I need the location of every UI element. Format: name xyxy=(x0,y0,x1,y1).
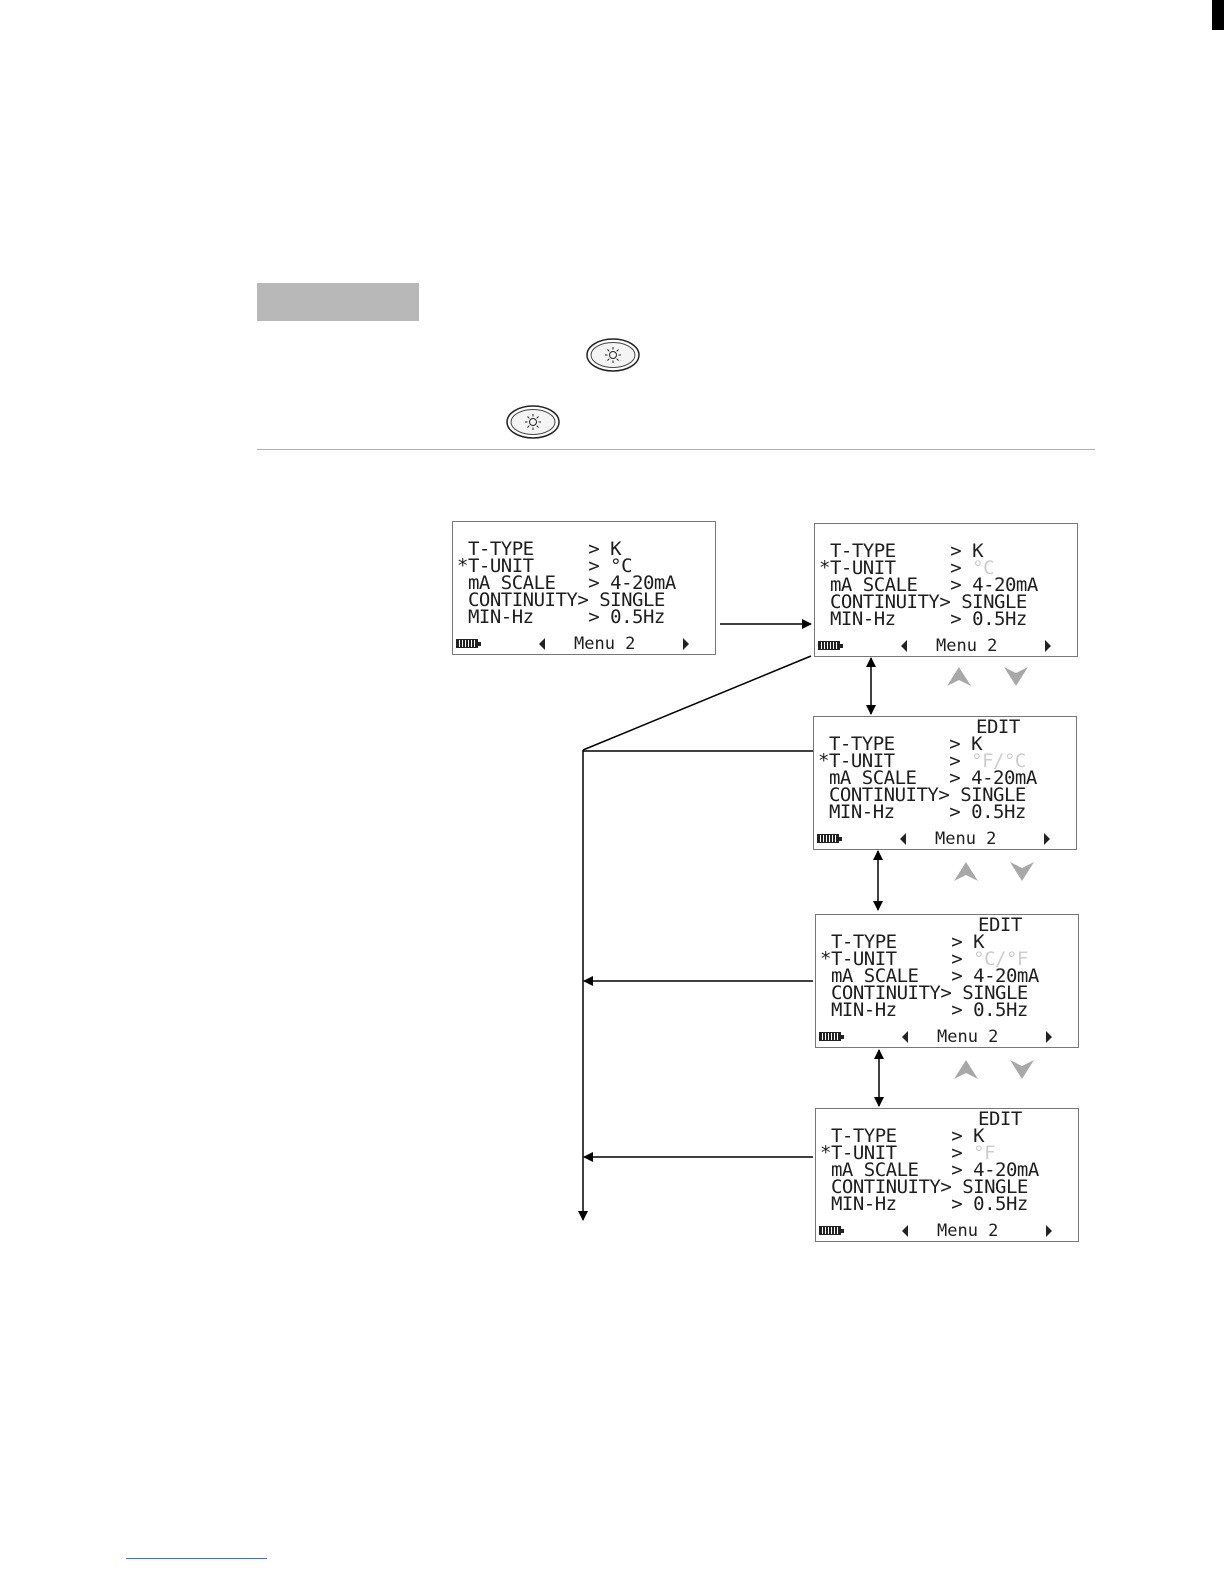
left-arrow-icon xyxy=(902,1225,908,1237)
menu-label: Menu 2 xyxy=(937,1027,999,1047)
row-ma-scale: mA SCALE > 4-20mA xyxy=(819,574,1038,596)
row-t-type: T-TYPE > K xyxy=(820,931,985,953)
footer-link-underline[interactable] xyxy=(126,1558,267,1559)
edit-label: EDIT xyxy=(976,716,1020,738)
t-unit-value: °F xyxy=(973,1142,996,1164)
lcd-footer: Menu 2 xyxy=(453,634,715,654)
exit-diagonal xyxy=(582,655,812,751)
up-arrow-icon xyxy=(954,862,978,881)
row-t-unit: *T-UNIT > °F xyxy=(820,1142,996,1164)
right-arrow-icon xyxy=(1044,833,1050,845)
right-arrow-icon xyxy=(683,638,689,650)
lcd-footer: Menu 2 xyxy=(814,829,1076,849)
left-arrow-icon xyxy=(902,1031,908,1043)
lcd-footer: Menu 2 xyxy=(815,636,1077,656)
lcd-screen-5: EDIT T-TYPE > K *T-UNIT > °F mA SCALE > … xyxy=(815,1108,1079,1242)
battery-icon xyxy=(819,1032,844,1041)
down-arrow-icon xyxy=(1010,862,1034,881)
menu-label: Menu 2 xyxy=(574,634,636,654)
right-arrow-icon xyxy=(1045,640,1051,652)
row-continuity: CONTINUITY> SINGLE xyxy=(819,591,1027,613)
section-divider xyxy=(257,449,1095,450)
row-continuity: CONTINUITY> SINGLE xyxy=(820,1176,1028,1198)
row-t-unit: *T-UNIT > °C xyxy=(819,557,995,579)
menu-label: Menu 2 xyxy=(937,1221,999,1241)
row-t-unit: *T-UNIT > °C/°F xyxy=(820,948,1028,970)
down-arrow-icon xyxy=(1010,1060,1034,1079)
row-continuity: CONTINUITY> SINGLE xyxy=(820,982,1028,1004)
battery-icon xyxy=(819,1226,844,1235)
row-ma-scale: mA SCALE > 4-20mA xyxy=(818,767,1037,789)
row-min-hz: MIN-Hz > 0.5Hz xyxy=(818,801,1026,823)
battery-icon xyxy=(456,639,481,648)
row-t-type: T-TYPE > K xyxy=(820,1125,985,1147)
backlight-key-icon xyxy=(586,338,640,372)
row-min-hz: MIN-Hz > 0.5Hz xyxy=(820,1193,1028,1215)
row-t-unit: *T-UNIT > °F/°C xyxy=(818,750,1026,772)
row-min-hz: MIN-Hz > 0.5Hz xyxy=(820,999,1028,1021)
lcd-screen-3: EDIT T-TYPE > K *T-UNIT > °F/°C mA SCALE… xyxy=(813,716,1077,850)
t-unit-value: °C xyxy=(972,557,995,579)
lcd-footer: Menu 2 xyxy=(816,1027,1078,1047)
right-arrow-icon xyxy=(1046,1031,1052,1043)
up-arrow-icon xyxy=(954,1060,978,1079)
row-continuity: CONTINUITY> SINGLE xyxy=(457,589,665,611)
lcd-screen-4: EDIT T-TYPE > K *T-UNIT > °C/°F mA SCALE… xyxy=(815,914,1079,1048)
row-min-hz: MIN-Hz > 0.5Hz xyxy=(457,606,665,628)
t-unit-value: °C xyxy=(610,555,633,577)
battery-icon xyxy=(818,641,843,650)
menu-label: Menu 2 xyxy=(935,829,997,849)
menu-label: Menu 2 xyxy=(936,636,998,656)
t-unit-value: °F/°C xyxy=(971,750,1026,772)
row-t-type: T-TYPE > K xyxy=(818,733,983,755)
backlight-key-icon xyxy=(506,405,560,439)
row-ma-scale: mA SCALE > 4-20mA xyxy=(457,572,676,594)
up-arrow-icon xyxy=(947,667,971,686)
lcd-screen-2: T-TYPE > K *T-UNIT > °C mA SCALE > 4-20m… xyxy=(814,523,1078,657)
row-t-unit: *T-UNIT > °C xyxy=(457,555,633,577)
page-edge-marker xyxy=(1212,0,1224,30)
row-min-hz: MIN-Hz > 0.5Hz xyxy=(819,608,1027,630)
edit-label: EDIT xyxy=(978,914,1022,936)
left-arrow-icon xyxy=(901,640,907,652)
row-continuity: CONTINUITY> SINGLE xyxy=(818,784,1026,806)
battery-icon xyxy=(817,834,842,843)
row-t-type: T-TYPE > K xyxy=(819,540,984,562)
row-t-type: T-TYPE > K xyxy=(457,538,622,560)
left-arrow-icon xyxy=(900,833,906,845)
row-ma-scale: mA SCALE > 4-20mA xyxy=(820,1159,1039,1181)
t-unit-value: °C/°F xyxy=(973,948,1028,970)
edit-label: EDIT xyxy=(978,1108,1022,1130)
right-arrow-icon xyxy=(1046,1225,1052,1237)
lcd-footer: Menu 2 xyxy=(816,1221,1078,1241)
row-ma-scale: mA SCALE > 4-20mA xyxy=(820,965,1039,987)
down-arrow-icon xyxy=(1004,667,1028,686)
left-arrow-icon xyxy=(539,638,545,650)
lcd-screen-1: T-TYPE > K *T-UNIT > °C mA SCALE > 4-20m… xyxy=(452,521,716,655)
section-tab xyxy=(257,283,419,321)
